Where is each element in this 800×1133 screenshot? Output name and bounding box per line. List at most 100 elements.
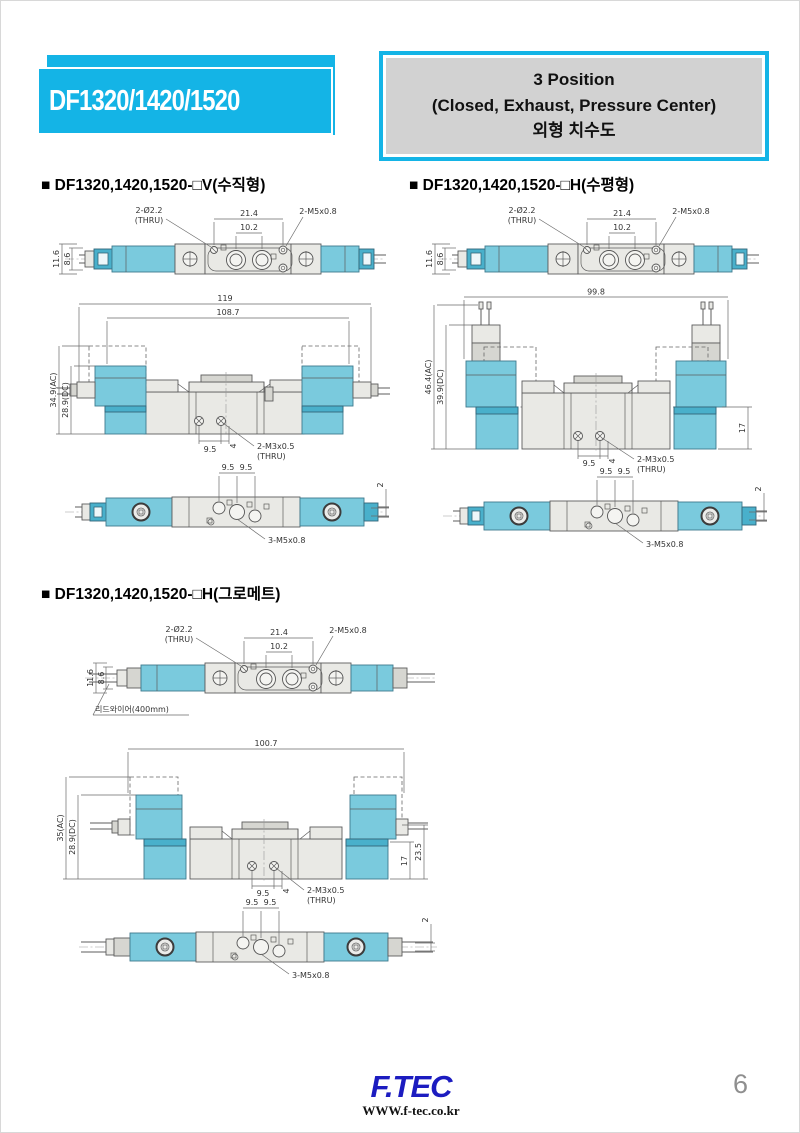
- dim-label: 9.5: [240, 463, 253, 472]
- h-top-dimensions: 21.4 10.2 2-Ø2.2 (THRU) 2-M5x0.8 11.6 8.…: [425, 205, 710, 275]
- valve-bottom-view-body: [443, 500, 767, 532]
- dim-label: 11.6: [86, 669, 95, 687]
- g-front-dimensions: 100.7 35(AC) 28.9(DC) 17 23.5 9.5 4 2-M3…: [56, 739, 428, 905]
- v-bottom-dimensions: 9.5 9.5 2 3-M5x0.8: [218, 463, 389, 545]
- dim-label: 9.5: [246, 898, 259, 907]
- page-number: 6: [733, 1069, 749, 1099]
- dim-label: 4: [282, 888, 291, 893]
- dim-label: (THRU): [307, 896, 336, 905]
- g-bottom-dimensions: 9.5 9.5 2 3-M5x0.8: [242, 898, 435, 980]
- dim-label: 9.5: [618, 467, 631, 476]
- dim-label: 35(AC): [56, 814, 65, 841]
- dim-label: 21.4: [240, 209, 258, 218]
- h-front-dimensions: 99.8 46.4(AC) 39.9(DC) 17 9.5 4 2-M3x0.5…: [424, 288, 752, 474]
- dim-label: 4: [229, 443, 238, 448]
- dim-label: 21.4: [613, 209, 631, 218]
- dim-label: (THRU): [257, 452, 286, 461]
- valve-front-view-body: [465, 301, 727, 451]
- dim-label: 8.6: [436, 253, 445, 266]
- heading-h-type: ■ DF1320,1420,1520-□H(수평형): [409, 177, 635, 194]
- dim-label: 2-M3x0.5: [637, 455, 674, 464]
- dim-label: 4: [608, 458, 617, 463]
- dim-label: 17: [738, 423, 747, 433]
- dim-label: 9.5: [257, 889, 270, 898]
- grommet-front-view-drawing: 100.7 35(AC) 28.9(DC) 17 23.5 9.5 4 2-M3…: [56, 739, 428, 905]
- dim-label: 21.4: [270, 628, 288, 637]
- dim-label: 2-M3x0.5: [257, 442, 294, 451]
- dim-label: (THRU): [637, 465, 666, 474]
- title-banner: DF1320/1420/1520: [37, 67, 333, 135]
- v-front-dimensions: 119 108.7 34.9(AC) 28.9(DC) 9.5 4 2-M3x0…: [49, 294, 372, 461]
- dim-label: 2-M5x0.8: [329, 626, 366, 635]
- dim-label: 2-M5x0.8: [299, 207, 336, 216]
- page-title: DF1320/1420/1520: [49, 84, 240, 117]
- dim-label: 2-M5x0.8: [672, 207, 709, 216]
- dim-label: 108.7: [217, 308, 240, 317]
- company-logo-block: F.TEC WWW.f-tec.co.kr: [331, 1071, 491, 1119]
- valve-front-view-body: [57, 345, 390, 436]
- dim-label: 119: [217, 294, 232, 303]
- grommet-bottom-view-drawing: 9.5 9.5 2 3-M5x0.8: [79, 898, 437, 980]
- lead-wire-label: 리드와이어(400mm): [95, 704, 169, 714]
- dim-label: 9.5: [222, 463, 235, 472]
- valve-bottom-view-body: [79, 931, 437, 963]
- dim-label: 10.2: [613, 223, 631, 232]
- heading-v-type: ■ DF1320,1420,1520-□V(수직형): [41, 177, 266, 194]
- v-type-top-view-drawing: 21.4 10.2 2-Ø2.2 (THRU) 2-M5x0.8 11.6 8.…: [52, 205, 386, 275]
- dim-label: 9.5: [600, 467, 613, 476]
- dim-label: 2-M3x0.5: [307, 886, 344, 895]
- dim-label: 28.9(DC): [61, 382, 70, 418]
- grommet-top-view-drawing: 21.4 10.2 2-Ø2.2 (THRU) 2-M5x0.8 11.6 8.…: [85, 624, 435, 716]
- dim-label: 2-Ø2.2: [166, 624, 193, 634]
- valve-top-view-body: [65, 243, 386, 275]
- valve-bottom-view-body: [65, 496, 389, 528]
- dim-label: 34.9(AC): [49, 373, 58, 408]
- dim-label: (THRU): [135, 216, 164, 225]
- dim-label: 17: [400, 856, 409, 866]
- dim-label: 9.5: [264, 898, 277, 907]
- dim-label: 11.6: [52, 250, 61, 268]
- valve-top-view-body: [85, 662, 435, 694]
- dim-label: 2-Ø2.2: [509, 205, 536, 215]
- dim-label: 11.6: [425, 250, 434, 268]
- v-type-bottom-view-drawing: 9.5 9.5 2 3-M5x0.8: [65, 463, 389, 545]
- company-url: WWW.f-tec.co.kr: [362, 1103, 460, 1118]
- valve-top-view-body: [438, 243, 759, 275]
- dim-label: 3-M5x0.8: [292, 971, 329, 980]
- dim-label: 2: [421, 917, 430, 922]
- h-bottom-dimensions: 9.5 9.5 2 3-M5x0.8: [596, 467, 767, 549]
- info-line-1: 3 Position: [533, 69, 615, 89]
- dim-label: 46.4(AC): [424, 360, 433, 395]
- heading-grommet-type: ■ DF1320,1420,1520-□H(그로메트): [41, 586, 281, 603]
- h-type-bottom-view-drawing: 9.5 9.5 2 3-M5x0.8: [443, 467, 767, 549]
- info-box-inner: 3 Position (Closed, Exhaust, Pressure Ce…: [386, 58, 762, 154]
- dim-label: 39.9(DC): [436, 369, 445, 405]
- ftec-logo: F.TEC: [370, 1069, 452, 1104]
- info-box: 3 Position (Closed, Exhaust, Pressure Ce…: [379, 51, 769, 161]
- dim-label: 2: [754, 486, 763, 491]
- valve-front-view-body: [90, 776, 428, 881]
- dim-label: 9.5: [204, 445, 217, 454]
- v-type-front-view-drawing: 119 108.7 34.9(AC) 28.9(DC) 9.5 4 2-M3x0…: [49, 294, 390, 461]
- dim-label: 3-M5x0.8: [646, 540, 683, 549]
- v-top-dimensions: 21.4 10.2 2-Ø2.2 (THRU) 2-M5x0.8 11.6 8.…: [52, 205, 337, 275]
- h-type-top-view-drawing: 21.4 10.2 2-Ø2.2 (THRU) 2-M5x0.8 11.6 8.…: [425, 205, 759, 275]
- dim-label: 2: [376, 482, 385, 487]
- h-type-front-view-drawing: 99.8 46.4(AC) 39.9(DC) 17 9.5 4 2-M3x0.5…: [424, 288, 752, 474]
- dim-label: 2-Ø2.2: [136, 205, 163, 215]
- dim-label: 23.5: [414, 843, 423, 861]
- g-top-dimensions: 21.4 10.2 2-Ø2.2 (THRU) 2-M5x0.8 11.6 8.…: [86, 624, 367, 716]
- dim-label: (THRU): [508, 216, 537, 225]
- dim-label: 10.2: [270, 642, 288, 651]
- dim-label: 9.5: [583, 459, 596, 468]
- dim-label: 99.8: [587, 288, 605, 297]
- dim-label: 3-M5x0.8: [268, 536, 305, 545]
- dim-label: 100.7: [255, 739, 278, 748]
- info-line-3: 외형 치수도: [532, 121, 616, 141]
- dim-label: 28.9(DC): [68, 819, 77, 855]
- dim-label: 8.6: [63, 253, 72, 266]
- dim-label: 8.6: [97, 672, 106, 685]
- dim-label: 10.2: [240, 223, 258, 232]
- info-line-2: (Closed, Exhaust, Pressure Center): [431, 95, 717, 115]
